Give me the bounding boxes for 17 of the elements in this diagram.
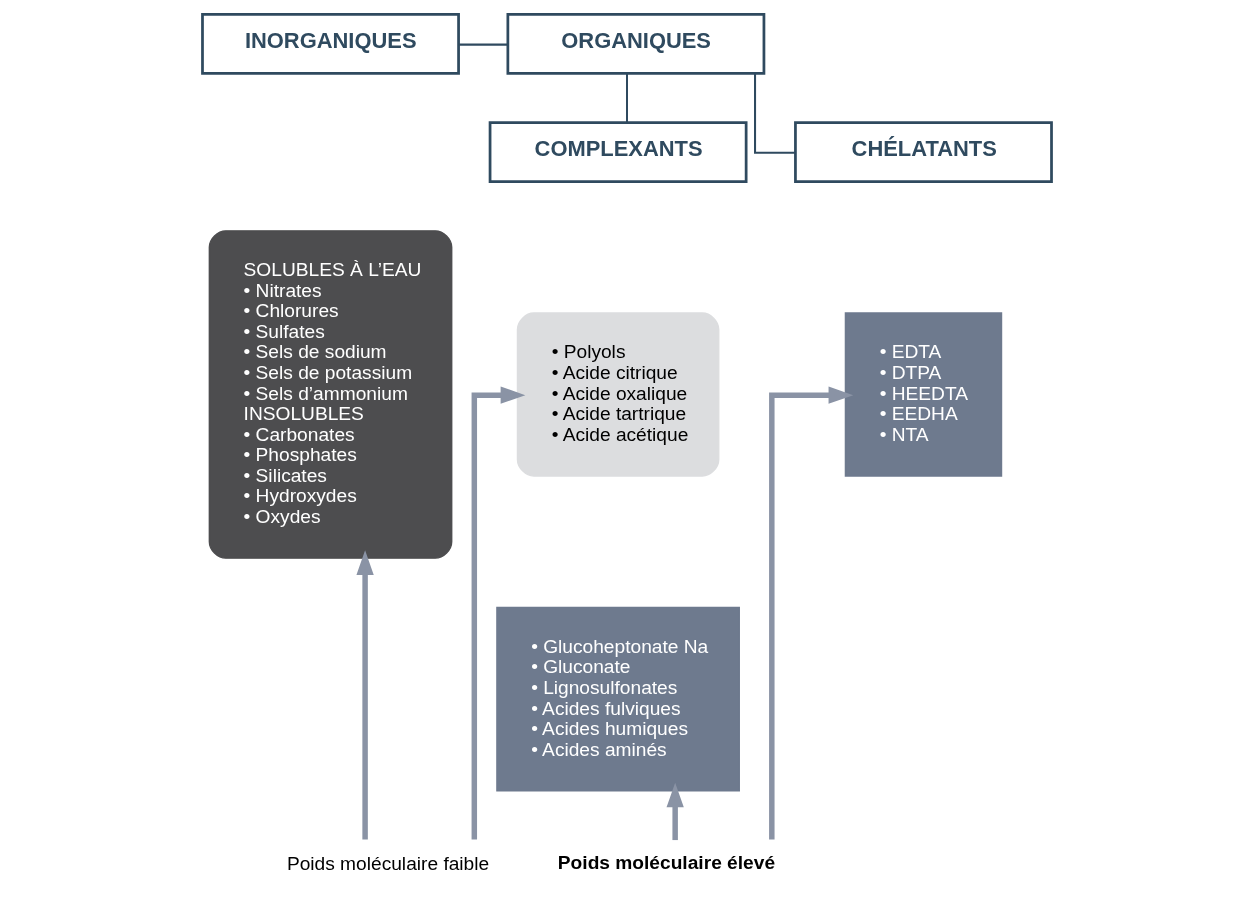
connector [458,43,508,46]
node-box: COMPLEXANTS [488,120,748,183]
arrow [769,386,854,840]
arrow [356,549,374,840]
connector [625,73,629,123]
node-box: ORGANIQUES [506,12,766,75]
node-text: Poids moléculaire élevé [557,851,776,873]
arrow [471,386,526,840]
node-box: CHÉLATANTS [794,120,1053,183]
node-box: • Polyols • Acide citrique • Acide oxalique • Acide tartrique • Acide acétique [516,311,720,477]
arrow [666,782,684,840]
connector [754,73,796,154]
node-box: • EDTA • DTPA • HEEDTA • EEDHA • NTA [844,311,1003,477]
node-box: SOLUBLES À L’EAU • Nitrates • Chlorures • Sulfates • Sels de sodium • Sels de potassium • Sels d’ammonium INSOLUBLES • Carbonates • Phosphates • Silicates • Hydroxydes • Oxydes [208,229,453,559]
node-box: INORGANIQUES [201,12,460,75]
node-box: • Glucoheptonate Na • Gluconate • Lignosulfonates • Acides fulviques • Acides humiques • Acides aminés [496,606,740,792]
node-text: Poids moléculaire faible [286,852,490,874]
